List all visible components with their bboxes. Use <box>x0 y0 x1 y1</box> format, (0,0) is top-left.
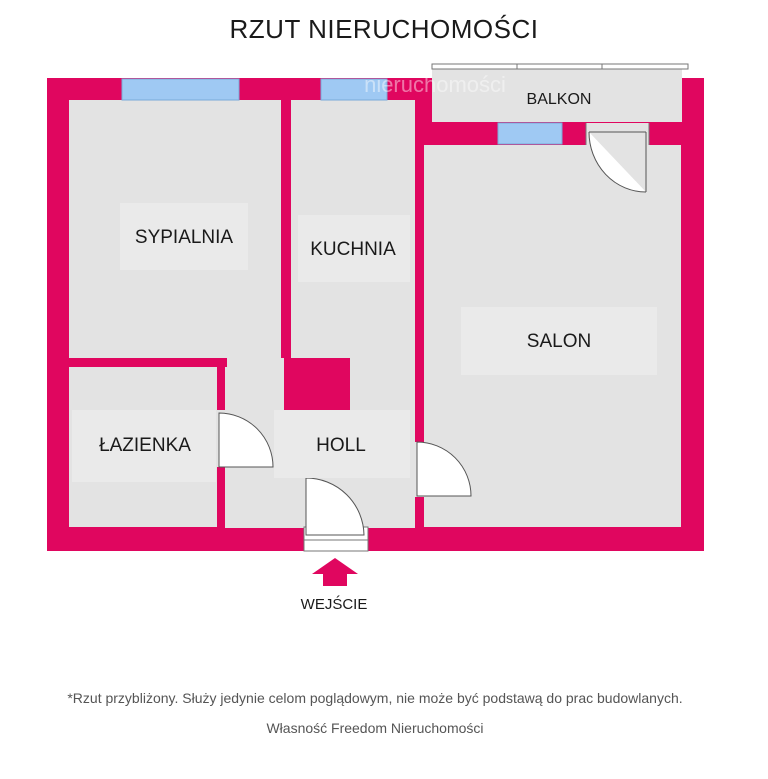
balcony-railing <box>431 63 689 70</box>
balcony-area <box>432 66 682 122</box>
label-kuchnia: KUCHNIA <box>310 239 396 260</box>
label-bg-lazienka <box>72 410 216 482</box>
label-balkon: BALKON <box>527 91 592 108</box>
label-salon: SALON <box>527 331 591 352</box>
balcony-door-opening <box>586 123 649 145</box>
wall-holl-salon <box>415 100 424 527</box>
label-holl: HOLL <box>316 435 366 456</box>
window-kuchnia <box>320 78 388 101</box>
label-bg-kuchnia <box>298 215 410 282</box>
salon-door-swing <box>416 441 472 497</box>
kitchen-block <box>284 358 350 410</box>
entry-label: WEJŚCIE <box>300 596 368 613</box>
window-sypialnia <box>121 78 240 101</box>
label-lazienka: ŁAZIENKA <box>99 435 191 456</box>
label-sypialnia: SYPIALNIA <box>135 227 234 248</box>
label-bg-holl <box>274 410 410 478</box>
label-bg-sypialnia <box>120 203 248 270</box>
wall-sypialnia-lazienka <box>69 358 227 367</box>
wall-sypialnia-kuchnia <box>281 100 291 358</box>
owner-text: Własność Freedom Nieruchomości <box>266 720 484 736</box>
watermark: nieruchomości <box>364 72 506 97</box>
entry-arrow <box>312 558 358 586</box>
balcony-door-swing <box>588 131 647 193</box>
plan-title: RZUT NIERUCHOMOŚCI <box>229 14 539 44</box>
label-bg-salon <box>461 307 657 375</box>
window-salon <box>497 122 563 145</box>
bathroom-door-swing <box>218 412 274 468</box>
entrance-door-swing <box>305 477 365 536</box>
disclaimer-text: *Rzut przybliżony. Służy jedynie celom p… <box>67 690 683 706</box>
